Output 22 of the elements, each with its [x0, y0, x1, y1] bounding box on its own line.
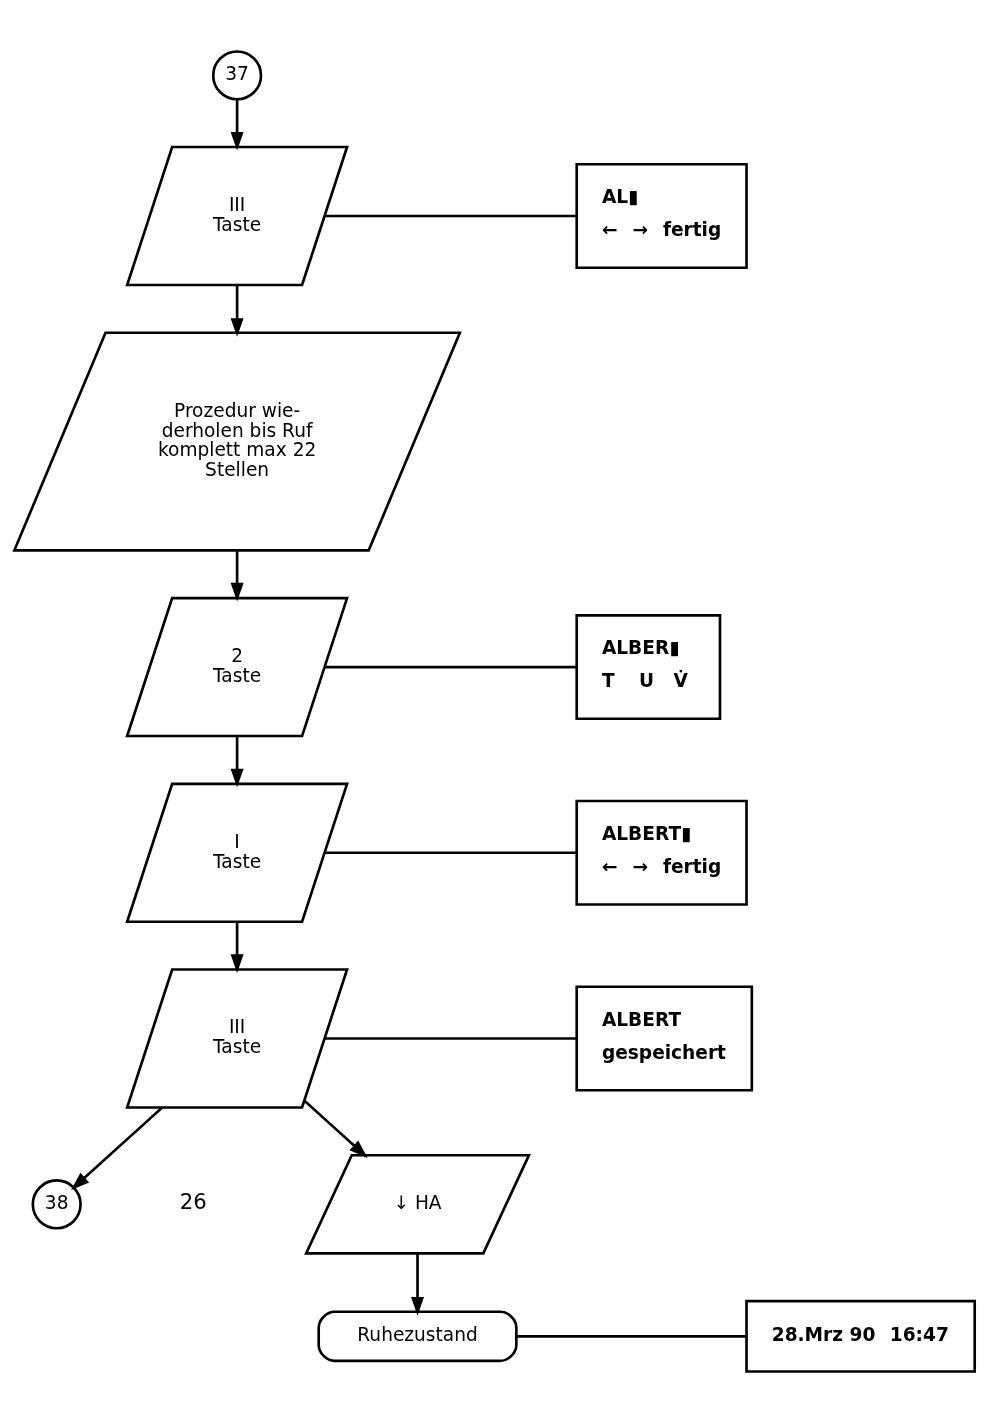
node-box: ALBERT gespeichert [574, 985, 753, 1092]
node-circle: 37 [211, 50, 262, 101]
node-box: AL▮ ← → fertig [574, 162, 748, 270]
arrow [230, 550, 244, 602]
label: 26 [179, 1189, 207, 1215]
node-box: ALBER▮ T U V̇ [574, 614, 721, 721]
node-box: Ruhezustand [316, 1310, 518, 1363]
node-box: ALBERT▮ ← → fertig [574, 799, 748, 906]
connector [324, 851, 577, 855]
arrow [410, 1253, 424, 1316]
node-box: 28.Mrz 90 16:47 [744, 1299, 976, 1373]
connector [324, 1037, 576, 1040]
arrow [230, 922, 244, 973]
connector [324, 665, 576, 669]
connector [324, 214, 577, 218]
arrow [70, 1106, 163, 1191]
arrow [303, 1100, 368, 1158]
node-circle: 38 [31, 1179, 82, 1230]
connector [516, 1335, 746, 1338]
arrow [230, 736, 244, 788]
arrow [230, 285, 244, 337]
arrow [230, 99, 244, 151]
